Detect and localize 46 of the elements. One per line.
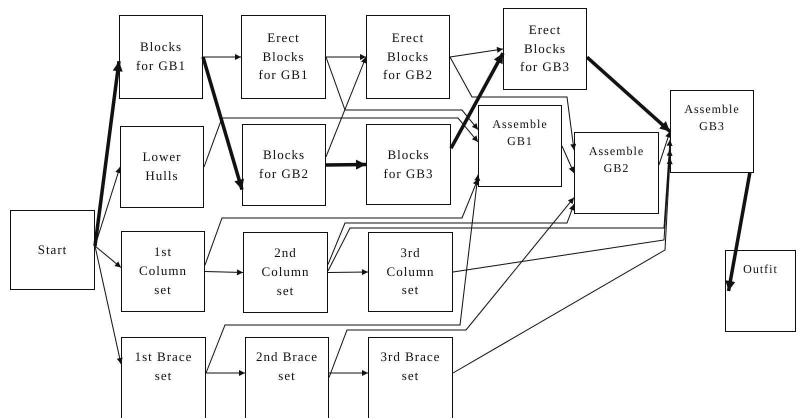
arrow: [328, 269, 368, 276]
arrow: [94, 246, 122, 268]
task-box: [243, 232, 328, 313]
task-box: [725, 250, 796, 332]
arrow: [206, 370, 246, 376]
arrow: [328, 204, 575, 265]
task-box: [245, 337, 329, 418]
arrow: [204, 118, 478, 168]
task-box: [368, 337, 453, 418]
task-box: [119, 15, 203, 99]
arrow: [206, 174, 480, 374]
arrow: [452, 158, 673, 374]
task-box: [120, 126, 204, 208]
arrow: [93, 60, 123, 246]
task-box: [478, 105, 562, 187]
arrow: [204, 178, 478, 266]
task-box: [241, 15, 326, 99]
arrow: [94, 246, 123, 364]
arrow: [201, 56, 244, 190]
arrow: [449, 52, 505, 150]
arrow: [452, 149, 673, 272]
task-box: [368, 232, 453, 312]
arrow: [562, 146, 574, 174]
task-box: [121, 337, 206, 418]
arrow: [328, 370, 368, 376]
arrow: [326, 56, 478, 130]
arrow: [204, 269, 244, 276]
task-box: [366, 15, 450, 99]
arrow: [450, 56, 576, 151]
task-box: [366, 124, 451, 205]
arrow: [725, 172, 752, 292]
task-box: [242, 124, 326, 206]
arrow: [658, 131, 671, 166]
arrow: [326, 160, 366, 170]
arrow: [326, 54, 366, 60]
task-box: [121, 231, 205, 312]
arrow: [326, 56, 367, 158]
arrow: [450, 46, 504, 58]
arrow: [586, 56, 672, 133]
task-box: [574, 132, 659, 214]
arrow: [328, 197, 574, 378]
task-box: [670, 90, 754, 173]
task-box: [10, 210, 95, 290]
task-box: [503, 8, 587, 90]
arrow: [328, 139, 673, 272]
arrow: [202, 54, 242, 60]
